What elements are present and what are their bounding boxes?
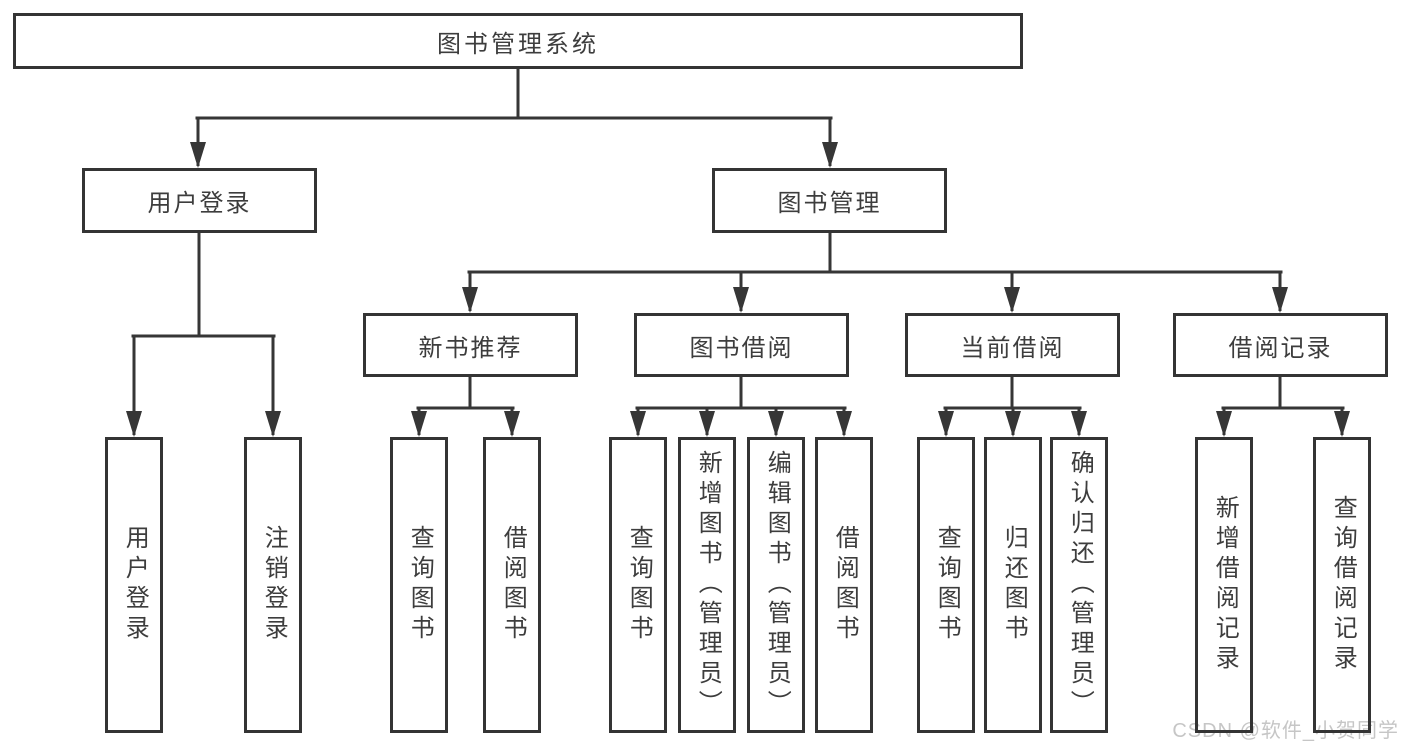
leaf-query-books-current: 查询图书 [917,437,975,733]
leaf-label: 用户登录 [121,525,149,645]
node-label: 图书管理系统 [437,30,599,58]
leaf-label: 编辑图书（管理员） [763,450,791,720]
leaf-logout: 注销登录 [244,437,302,733]
leaf-return-book: 归还图书 [984,437,1042,733]
connector-new-book-children [411,377,520,437]
leaf-label: 查询图书 [933,525,961,645]
leaf-add-borrow-record: 新增借阅记录 [1195,437,1253,733]
node-current-borrowing: 当前借阅 [905,313,1120,377]
leaf-borrow-books: 借阅图书 [815,437,873,733]
node-library-management-system: 图书管理系统 [13,13,1023,69]
leaf-add-book-admin: 新增图书（管理员） [678,437,736,733]
node-borrowing-records: 借阅记录 [1173,313,1388,377]
node-label: 图书借阅 [689,334,794,362]
leaf-label: 归还图书 [1000,525,1028,645]
leaf-confirm-return-admin: 确认归还（管理员） [1050,437,1108,733]
node-new-book-recommendation: 新书推荐 [363,313,578,377]
node-user-login: 用户登录 [82,168,317,233]
connector-current-borrow-children [938,377,1087,437]
leaf-label: 新增借阅记录 [1211,495,1239,675]
leaf-query-books-recommend: 查询图书 [390,437,448,733]
leaf-label: 查询借阅记录 [1329,495,1357,675]
connector-root-to-level2 [190,69,838,168]
node-book-management: 图书管理 [712,168,947,233]
connector-book-management-children [462,233,1288,313]
leaf-query-books-borrow: 查询图书 [609,437,667,733]
csdn-watermark: CSDN @软件_小贺同学 [1172,720,1399,742]
leaf-query-borrow-record: 查询借阅记录 [1313,437,1371,733]
leaf-label: 借阅图书 [831,525,859,645]
connector-user-login-children [126,233,281,437]
leaf-label: 注销登录 [260,525,288,645]
node-label: 图书管理 [777,190,882,217]
node-label: 当前借阅 [960,334,1065,362]
node-label: 借阅记录 [1228,334,1333,362]
node-label: 用户登录 [147,190,252,217]
leaf-label: 查询图书 [625,525,653,645]
leaf-label: 确认归还（管理员） [1066,450,1094,720]
leaf-edit-book-admin: 编辑图书（管理员） [747,437,805,733]
leaf-borrow-books-recommend: 借阅图书 [483,437,541,733]
leaf-user-login: 用户登录 [105,437,163,733]
connector-book-borrow-children [630,377,852,437]
node-label: 新书推荐 [418,334,523,362]
leaf-label: 借阅图书 [499,525,527,645]
leaf-label: 查询图书 [406,525,434,645]
connector-borrow-records-children [1216,377,1350,437]
node-book-borrowing: 图书借阅 [634,313,849,377]
leaf-label: 新增图书（管理员） [694,450,722,720]
